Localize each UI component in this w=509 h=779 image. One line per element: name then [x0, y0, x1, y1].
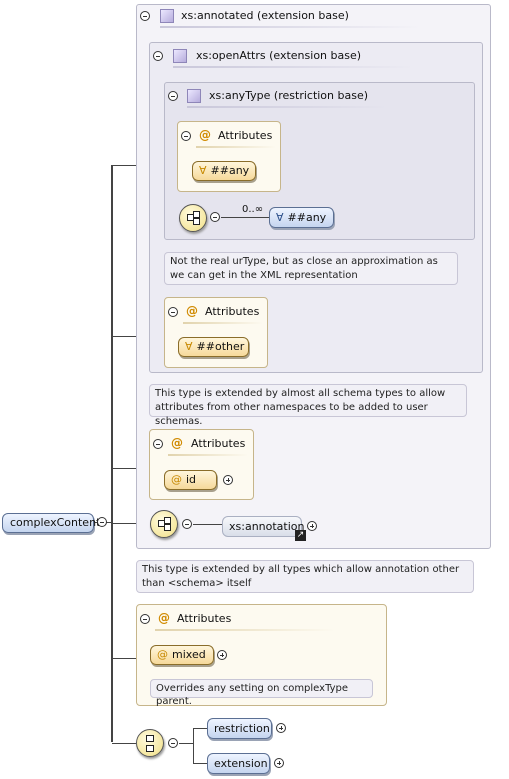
- content-attributes-underline: [155, 629, 335, 631]
- any-element-label: ##any: [287, 211, 327, 224]
- annotated-attributes-header: Attributes: [191, 437, 246, 450]
- choice-connector: [179, 743, 193, 744]
- anytype-any-attribute[interactable]: ∀##any: [192, 161, 256, 181]
- annotation-element-label: xs:annotation: [229, 520, 305, 533]
- openattrs-attributes-collapse-icon[interactable]: [168, 307, 178, 317]
- attribute-icon: @: [186, 304, 198, 318]
- openattrs-note: This type is extended by almost all sche…: [149, 384, 467, 427]
- annotation-element-ref[interactable]: xs:annotation: [222, 516, 305, 537]
- any-element-wildcard[interactable]: ∀##any: [269, 207, 334, 228]
- openattrs-other-attribute[interactable]: ∀##other: [178, 337, 249, 357]
- any-cardinality: 0..∞: [242, 204, 264, 215]
- openattrs-attributes-underline: [183, 322, 263, 324]
- anytype-title-underline: [187, 106, 387, 108]
- mixed-note: Overrides any setting on complexType par…: [150, 679, 373, 707]
- attribute-icon: @: [157, 648, 168, 661]
- restriction-element[interactable]: restriction: [207, 718, 272, 739]
- connector-choice: [112, 743, 136, 744]
- annotated-note: This type is extended by all types which…: [136, 560, 474, 593]
- link-glyph: ↗: [296, 530, 305, 540]
- anytype-attributes-underline: [196, 146, 276, 148]
- attribute-icon: @: [171, 473, 182, 486]
- openattrs-attributes-header: Attributes: [205, 305, 260, 318]
- mixed-attribute[interactable]: @ mixed: [150, 645, 214, 665]
- extension-label: extension: [214, 757, 268, 770]
- complexcontent-element[interactable]: complexContent: [2, 513, 100, 533]
- connector-trunk: [111, 165, 113, 742]
- sequence-collapse-icon[interactable]: [182, 519, 192, 529]
- attribute-icon: @: [199, 128, 211, 142]
- complexcontent-label: complexContent: [10, 516, 101, 529]
- attribute-icon: @: [171, 436, 183, 450]
- anytype-collapse-icon[interactable]: [168, 91, 178, 101]
- sequence-connector: [221, 217, 269, 218]
- annotated-attributes-collapse-icon[interactable]: [153, 439, 163, 449]
- restriction-expand-icon[interactable]: [276, 723, 286, 733]
- wildcard-icon: ∀: [185, 340, 193, 353]
- choice-compositor-icon[interactable]: [136, 729, 164, 757]
- complex-type-icon: [173, 49, 187, 63]
- id-attribute-label: id: [186, 473, 197, 486]
- sequence-compositor-icon[interactable]: [150, 510, 178, 538]
- id-attribute[interactable]: @ id: [164, 470, 217, 490]
- complex-type-icon: [187, 89, 201, 103]
- choice-branch-vertical: [193, 728, 194, 764]
- id-expand-icon[interactable]: [223, 475, 233, 485]
- openattrs-collapse-icon[interactable]: [153, 51, 163, 61]
- content-attributes-header: Attributes: [177, 612, 232, 625]
- mixed-attribute-label: mixed: [172, 648, 206, 661]
- choice-collapse-icon[interactable]: [168, 738, 178, 748]
- anytype-any-attribute-label: ##any: [210, 164, 250, 177]
- anytype-attributes-header: Attributes: [218, 129, 273, 142]
- annotated-attributes-underline: [168, 454, 248, 456]
- annotated-collapse-icon[interactable]: [140, 11, 150, 21]
- sequence-connector: [193, 524, 222, 525]
- choice-branch-top: [193, 728, 207, 729]
- connector-openattrs: [112, 336, 149, 337]
- complexcontent-collapse-icon[interactable]: [97, 517, 107, 527]
- annotated-title-underline: [160, 26, 420, 28]
- connector-annotated-attrs: [112, 468, 149, 469]
- extension-element[interactable]: extension: [207, 753, 270, 774]
- annotated-title: xs:annotated (extension base): [181, 9, 349, 22]
- openattrs-other-attribute-label: ##other: [196, 340, 245, 353]
- connector-sequence: [112, 523, 149, 524]
- mixed-expand-icon[interactable]: [217, 650, 227, 660]
- restriction-label: restriction: [214, 722, 270, 735]
- sequence-compositor-icon[interactable]: [179, 204, 207, 232]
- choice-branch-bottom: [193, 763, 207, 764]
- sequence-collapse-icon[interactable]: [210, 212, 220, 222]
- anytype-title: xs:anyType (restriction base): [209, 89, 369, 102]
- openattrs-title-underline: [173, 66, 413, 68]
- complex-type-icon: [160, 9, 174, 23]
- annotation-expand-icon[interactable]: [307, 521, 317, 531]
- connector-content-attrs: [112, 658, 137, 659]
- anytype-note: Not the real urType, but as close an app…: [164, 252, 458, 285]
- openattrs-title: xs:openAttrs (extension base): [196, 49, 362, 62]
- extension-expand-icon[interactable]: [274, 758, 284, 768]
- wildcard-icon: ∀: [199, 164, 207, 177]
- anytype-attributes-collapse-icon[interactable]: [181, 131, 191, 141]
- link-icon: ↗: [295, 530, 306, 541]
- content-attributes-collapse-icon[interactable]: [140, 614, 150, 624]
- attribute-icon: @: [158, 611, 170, 625]
- connector-annotated: [112, 165, 136, 166]
- wildcard-icon: ∀: [276, 211, 284, 224]
